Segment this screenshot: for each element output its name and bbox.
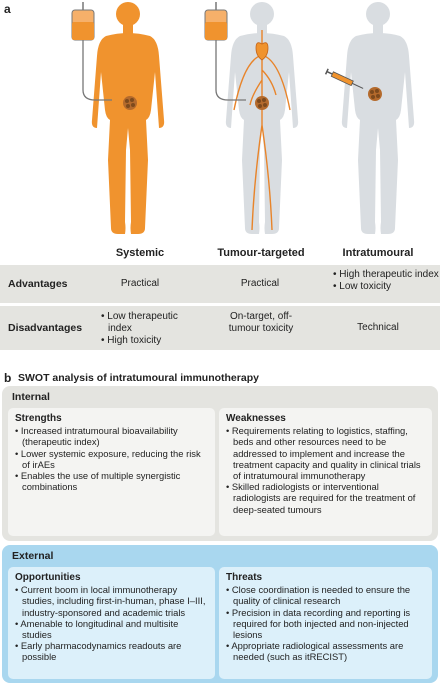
strengths-title: Strengths: [15, 413, 62, 424]
list-item: Skilled radiologists or interventional r…: [226, 481, 425, 515]
disadvantages-intratumoural: Technical: [357, 322, 399, 333]
disadvantages-tumour-targeted: On-target, off-tumour toxicity: [228, 311, 294, 334]
opportunities-title: Opportunities: [15, 572, 81, 583]
opportunities-panel: Opportunities Current boom in local immu…: [8, 567, 215, 679]
list-item: Low therapeutic index: [101, 311, 193, 335]
list-item: Early pharmacodynamics readouts are poss…: [15, 640, 208, 662]
list-item: Enables the use of multiple synergistic …: [15, 470, 208, 492]
column-title-systemic: Systemic: [115, 247, 165, 259]
list-item: High toxicity: [101, 335, 193, 347]
advantages-intratumoural: High therapeutic index Low toxicity: [333, 269, 439, 293]
syringe-icon: [324, 68, 364, 89]
disadvantages-row: Disadvantages: [0, 306, 440, 350]
list-item: Close coordination is needed to ensure t…: [226, 584, 425, 606]
strengths-panel: Strengths Increased intratumoural bioava…: [8, 408, 215, 536]
intratumoural-figure: [341, 2, 415, 234]
panel-label-a: a: [4, 2, 11, 16]
iv-bag-targeted-icon: [204, 2, 246, 101]
disadvantages-systemic: Low therapeutic index High toxicity: [101, 311, 193, 347]
swot-title: SWOT analysis of intratumoural immunothe…: [18, 372, 259, 384]
body-figures-illustration: [71, 2, 415, 234]
external-label: External: [12, 550, 54, 562]
list-item: Precision in data recording and reportin…: [226, 607, 425, 641]
panel-label-b: b: [4, 371, 12, 385]
weaknesses-panel: Weaknesses Requirements relating to logi…: [219, 408, 432, 536]
weaknesses-title: Weaknesses: [226, 413, 286, 424]
tumour-targeted-figure: [225, 2, 299, 234]
tumour-systemic-icon: [123, 96, 137, 110]
external-box: External Opportunities Current boom in l…: [2, 545, 438, 683]
column-title-intratumoural: Intratumoural: [342, 247, 414, 259]
disadvantages-label: Disadvantages: [8, 322, 83, 334]
list-item: Current boom in local immunotherapy stud…: [15, 584, 208, 618]
list-item: Requirements relating to logistics, staf…: [226, 425, 425, 481]
list-item: Low toxicity: [333, 281, 439, 293]
list-item: High therapeutic index: [333, 269, 439, 281]
threats-panel: Threats Close coordination is needed to …: [219, 567, 432, 679]
list-item: Lower systemic exposure, reducing the ri…: [15, 448, 208, 470]
advantages-systemic: Practical: [120, 278, 160, 289]
threats-title: Threats: [226, 572, 263, 583]
list-item: Appropriate radiological assessments are…: [226, 640, 425, 662]
internal-label: Internal: [12, 391, 50, 403]
advantages-tumour-targeted: Practical: [240, 278, 280, 289]
tumour-intratumoural-icon: [368, 87, 382, 101]
iv-bag-systemic-icon: [71, 2, 112, 101]
list-item: Amenable to longitudinal and multisite s…: [15, 618, 208, 640]
advantages-label: Advantages: [8, 278, 68, 290]
tumour-targeted-icon: [255, 96, 269, 110]
list-item: Increased intratumoural bioavailability …: [15, 425, 208, 447]
internal-box: Internal Strengths Increased intratumour…: [2, 386, 438, 541]
column-title-tumour-targeted: Tumour-targeted: [217, 247, 305, 259]
systemic-figure: [91, 2, 165, 234]
